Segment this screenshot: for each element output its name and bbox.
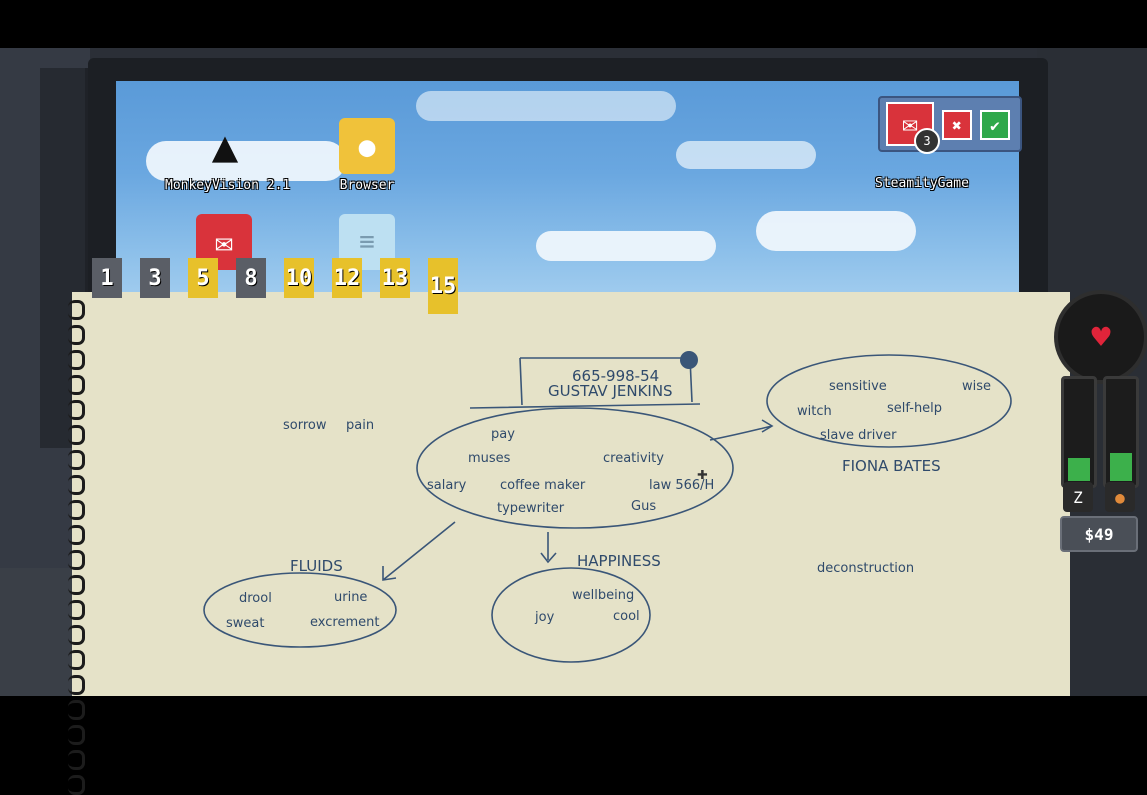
word[interactable]: law 566/H bbox=[649, 478, 715, 493]
word[interactable]: creativity bbox=[603, 451, 664, 466]
sleep-bar bbox=[1061, 376, 1097, 488]
cloud bbox=[756, 211, 916, 251]
notebook-page bbox=[72, 292, 1070, 696]
word[interactable]: pain bbox=[346, 418, 375, 433]
word[interactable]: slave driver bbox=[820, 428, 897, 443]
word[interactable]: drool bbox=[239, 591, 272, 606]
sleep-icon: Z bbox=[1063, 482, 1093, 512]
sleep-bar-fill bbox=[1068, 458, 1090, 481]
cloud bbox=[416, 91, 676, 121]
cloud bbox=[536, 231, 716, 261]
page-tab[interactable]: 8 bbox=[236, 258, 266, 298]
health-gauge: ♥ bbox=[1054, 290, 1147, 384]
cloud bbox=[676, 141, 816, 169]
accept-button[interactable]: ✔ bbox=[980, 110, 1010, 140]
contact-phone: 665-998-54 bbox=[572, 367, 660, 385]
dismiss-button[interactable]: ✖ bbox=[942, 110, 972, 140]
word[interactable]: muses bbox=[468, 451, 511, 466]
page-tab[interactable]: 1 bbox=[92, 258, 122, 298]
desktop-icon-label: Browser bbox=[339, 178, 395, 193]
page-tab[interactable]: 3 bbox=[140, 258, 170, 298]
word[interactable]: coffee maker bbox=[500, 478, 586, 493]
word[interactable]: salary bbox=[427, 478, 467, 493]
fiona-title: FIONA BATES bbox=[842, 457, 941, 475]
cloud bbox=[146, 141, 346, 181]
word[interactable]: excrement bbox=[310, 615, 380, 630]
page-tab[interactable]: 12 bbox=[332, 258, 362, 298]
word[interactable]: joy bbox=[535, 610, 555, 625]
word[interactable]: cool bbox=[613, 609, 640, 624]
food-icon: ● bbox=[1105, 482, 1135, 512]
word[interactable]: self-help bbox=[887, 401, 943, 416]
happiness-title: HAPPINESS bbox=[577, 552, 661, 570]
word[interactable]: deconstruction bbox=[817, 561, 915, 576]
notebook-tabs: 1 3 5 8 10 12 13 15 bbox=[92, 258, 472, 328]
word[interactable]: sensitive bbox=[829, 379, 887, 394]
word[interactable]: urine bbox=[334, 590, 368, 605]
page-tab-active[interactable]: 15 bbox=[428, 258, 458, 314]
word[interactable]: sorrow bbox=[283, 418, 327, 433]
word[interactable]: witch bbox=[797, 404, 832, 419]
desktop-icon-browser[interactable]: ● Browser bbox=[307, 118, 427, 193]
cursor-icon: ✚ bbox=[697, 463, 708, 484]
mail-count-badge: 3 bbox=[914, 128, 940, 154]
word[interactable]: typewriter bbox=[497, 501, 565, 516]
word[interactable]: wellbeing bbox=[572, 588, 635, 603]
desktop-icon-label: MonkeyVision 2.1 bbox=[165, 178, 291, 193]
hunger-bar-fill bbox=[1110, 453, 1132, 481]
desktop-icon-monkeyvision[interactable]: ▲ MonkeyVision 2.1 bbox=[165, 118, 291, 194]
money-display: $49 bbox=[1060, 516, 1138, 552]
hunger-bar bbox=[1103, 376, 1139, 488]
mail-notification[interactable]: ✉ 3 ✖ ✔ bbox=[878, 96, 1022, 154]
contact-name: GUSTAV JENKINS bbox=[548, 382, 673, 400]
word[interactable]: Gus bbox=[631, 499, 657, 514]
mail-icon[interactable]: ✉ bbox=[886, 102, 934, 146]
page-tab[interactable]: 13 bbox=[380, 258, 410, 298]
page-tab[interactable]: 5 bbox=[188, 258, 218, 298]
desktop-screen bbox=[116, 81, 1019, 311]
monkey-icon: ▲ bbox=[211, 120, 239, 172]
fluids-title: FLUIDS bbox=[290, 557, 343, 575]
word[interactable]: pay bbox=[491, 427, 515, 442]
word[interactable]: sweat bbox=[226, 616, 265, 631]
notebook-spiral bbox=[68, 300, 92, 795]
desktop-icon-label: SteamityGame bbox=[875, 176, 969, 191]
browser-icon: ● bbox=[339, 118, 395, 174]
page-tab[interactable]: 10 bbox=[284, 258, 314, 298]
desktop-icon-steamitygame[interactable]: SteamityGame bbox=[862, 150, 982, 191]
heart-icon: ♥ bbox=[1091, 318, 1111, 356]
word[interactable]: wise bbox=[962, 379, 992, 394]
